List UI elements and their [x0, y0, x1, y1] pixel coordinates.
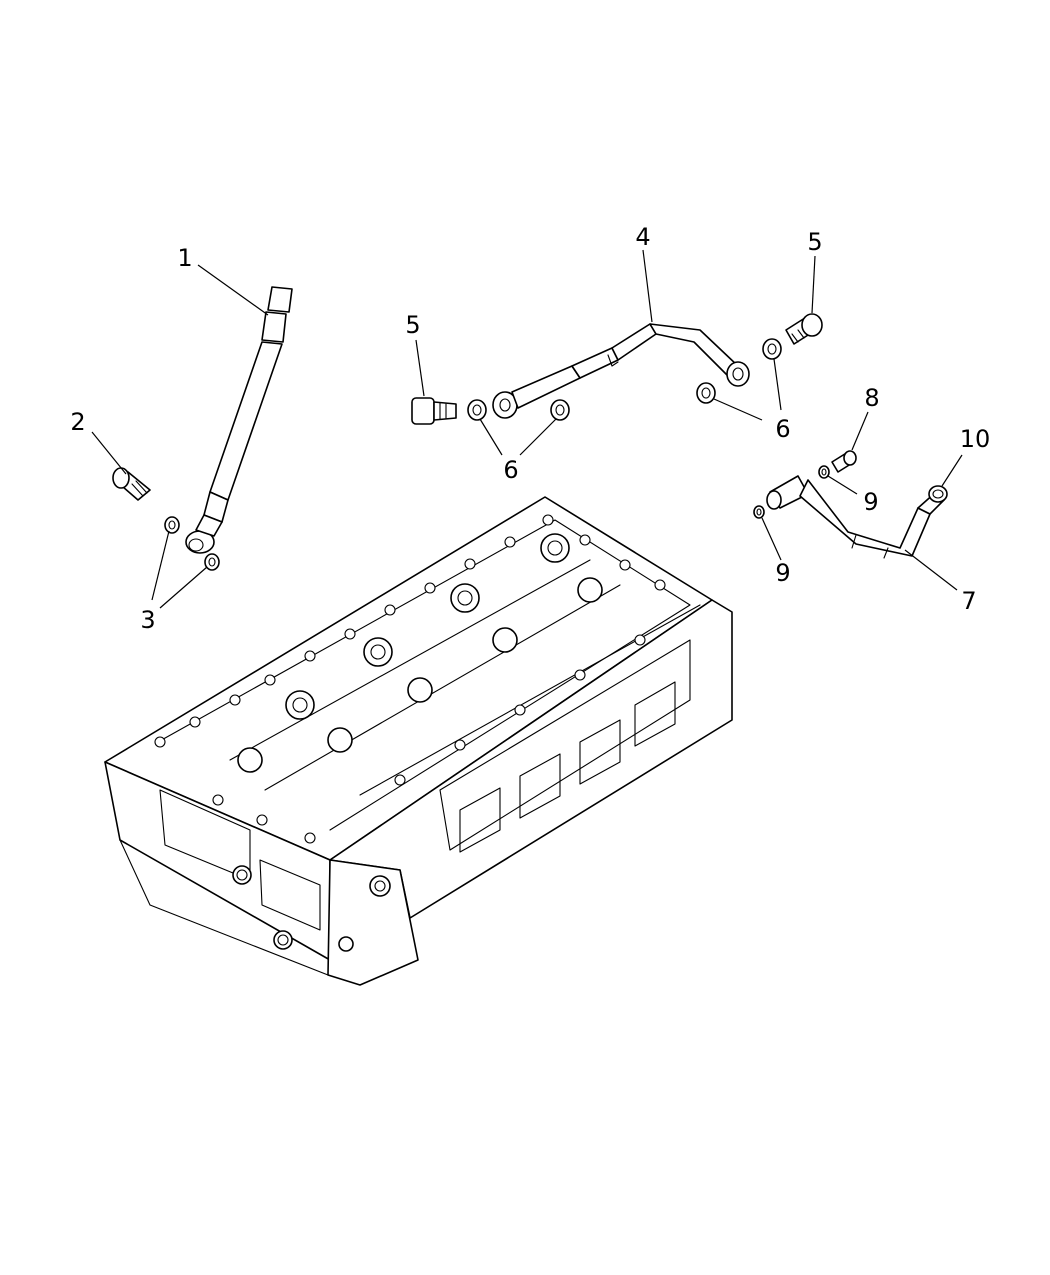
part-3-washers	[164, 516, 220, 571]
part-10-clamp	[928, 485, 948, 503]
leader-lines	[91, 249, 963, 609]
callout-7: 7	[961, 587, 976, 615]
callout-10: 10	[960, 425, 991, 453]
callout-9-lower: 9	[775, 559, 790, 587]
callout-9-upper: 9	[863, 488, 878, 516]
callout-labels: 1 2 3 4 5 5 6 6 7 8 9 9 10	[70, 223, 990, 634]
part-4-pipe	[492, 323, 750, 419]
part-8-bolt	[831, 450, 857, 473]
callout-5-right: 5	[807, 228, 822, 256]
part-5-bolt-right	[785, 313, 823, 345]
callout-6-right: 6	[775, 415, 790, 443]
cylinder-head	[104, 496, 733, 986]
callout-5-left: 5	[405, 311, 420, 339]
callout-6-left: 6	[503, 456, 518, 484]
part-9-washers	[753, 465, 830, 519]
callout-4: 4	[635, 223, 650, 251]
part-5-bolt-left	[411, 397, 457, 425]
part-1-tube	[185, 286, 293, 554]
callout-8: 8	[864, 384, 879, 412]
callout-3: 3	[140, 606, 155, 634]
callout-2: 2	[70, 408, 85, 436]
part-2-bolt	[112, 467, 151, 501]
callout-1: 1	[177, 244, 192, 272]
part-6-washers	[467, 338, 782, 421]
part-7-hose	[766, 475, 945, 559]
